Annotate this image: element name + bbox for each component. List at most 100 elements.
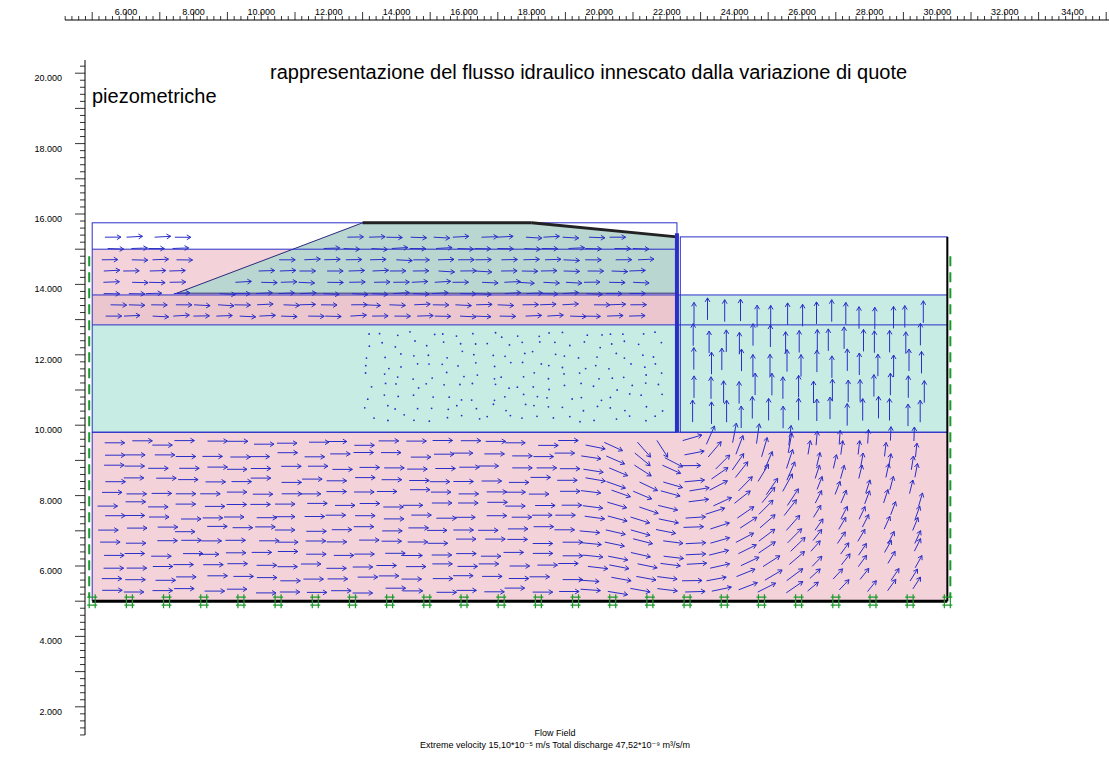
fixity-symbol [608,594,618,608]
flow-arrow [200,491,220,496]
flow-dot [447,417,449,419]
flow-arrow [382,539,402,544]
flow-arrow [501,269,517,274]
axis-tick [416,16,417,20]
flow-arrow [438,257,454,262]
flow-dot [546,397,548,399]
axis-label-box: 34.00 [1061,1,1084,19]
flow-dot [426,345,428,347]
fixity-symbol [645,594,655,608]
flow-dot [624,410,626,412]
axis-tick [80,551,85,552]
axis-label: 12.000 [34,355,62,365]
flow-dot [623,357,625,359]
flow-dot [476,408,478,410]
flow-arrow [891,569,899,581]
axis-tick [80,481,85,482]
flow-dot [661,372,663,374]
flow-arrow [891,306,896,328]
flow-arrow [124,313,140,318]
flow-arrow [355,513,375,518]
flow-arrow [633,539,652,545]
flow-dot [494,366,496,368]
flow-arrow [658,505,677,511]
flow-arrow [739,582,758,590]
axis-tick [835,12,836,20]
flow-arrow [280,578,300,583]
flow-arrow [230,455,250,460]
flow-arrow [393,280,409,285]
flow-arrow [392,245,408,250]
flow-dot [629,415,631,417]
flow-arrow [98,504,118,509]
boundary-condition [88,256,90,597]
flow-arrow [815,431,820,445]
axis-tick [80,340,85,341]
flow-arrow [100,540,120,545]
axis-label-box: 24.000 [721,1,749,19]
flow-arrow [637,442,650,457]
axis-tick [80,446,85,447]
flow-dot [616,418,618,420]
axis-tick [75,566,85,567]
flow-arrow [709,352,714,374]
flow-arrow [753,373,758,395]
flow-arrow [108,247,124,252]
flow-arrow [814,302,819,324]
flow-arrow [148,505,168,510]
axis-tick [78,16,79,20]
flow-arrow [783,474,793,492]
flow-dot [486,416,488,418]
axis-tick [227,12,228,20]
flow-arrow [105,440,125,445]
flow-dot [523,376,525,378]
flow-arrow [845,349,850,371]
axis-label-box: 14.000 [383,1,411,19]
flow-arrow [828,397,833,419]
flow-dot [432,396,434,398]
flow-dot [387,420,389,422]
flow-arrow [385,551,405,556]
flow-dot [476,374,478,376]
flow-arrow [461,438,481,443]
flow-arrow [740,517,757,528]
axis-tick [1058,16,1059,20]
flow-arrow [706,426,715,444]
flow-dot [394,408,396,410]
flow-arrow [738,544,756,553]
flow-arrow [153,564,173,569]
axis-tick [75,214,85,215]
axis-tick [75,143,85,144]
axis-tick [849,16,850,20]
flow-arrow [157,538,177,543]
flow-arrow [522,269,538,274]
flow-arrow [129,291,145,296]
flow-arrow [126,541,146,546]
flow-arrow [386,586,406,591]
model-base [92,600,947,603]
flow-arrow [227,467,247,472]
axis-tick [80,608,85,609]
flow-dot [461,415,463,417]
flow-dot [367,398,369,400]
axis-tick [369,16,370,20]
axis-tick [80,404,85,405]
flow-arrow [104,566,124,571]
flow-arrow [104,268,120,273]
flow-dot [569,345,571,347]
flow-dot [472,333,474,335]
soil-layer [677,295,947,432]
flow-dot [524,353,526,355]
flow-arrow [228,439,248,444]
axis-tick [75,108,85,109]
flow-arrow [501,257,517,262]
flow-arrow [261,280,277,285]
axis-label: 26.000 [788,7,816,17]
flow-arrow [736,436,744,455]
flow-arrow [845,404,850,426]
flow-arrow [475,246,491,251]
flow-arrow [579,579,599,584]
flow-dot [521,417,523,419]
flow-arrow [685,589,705,594]
flow-arrow [883,443,888,457]
